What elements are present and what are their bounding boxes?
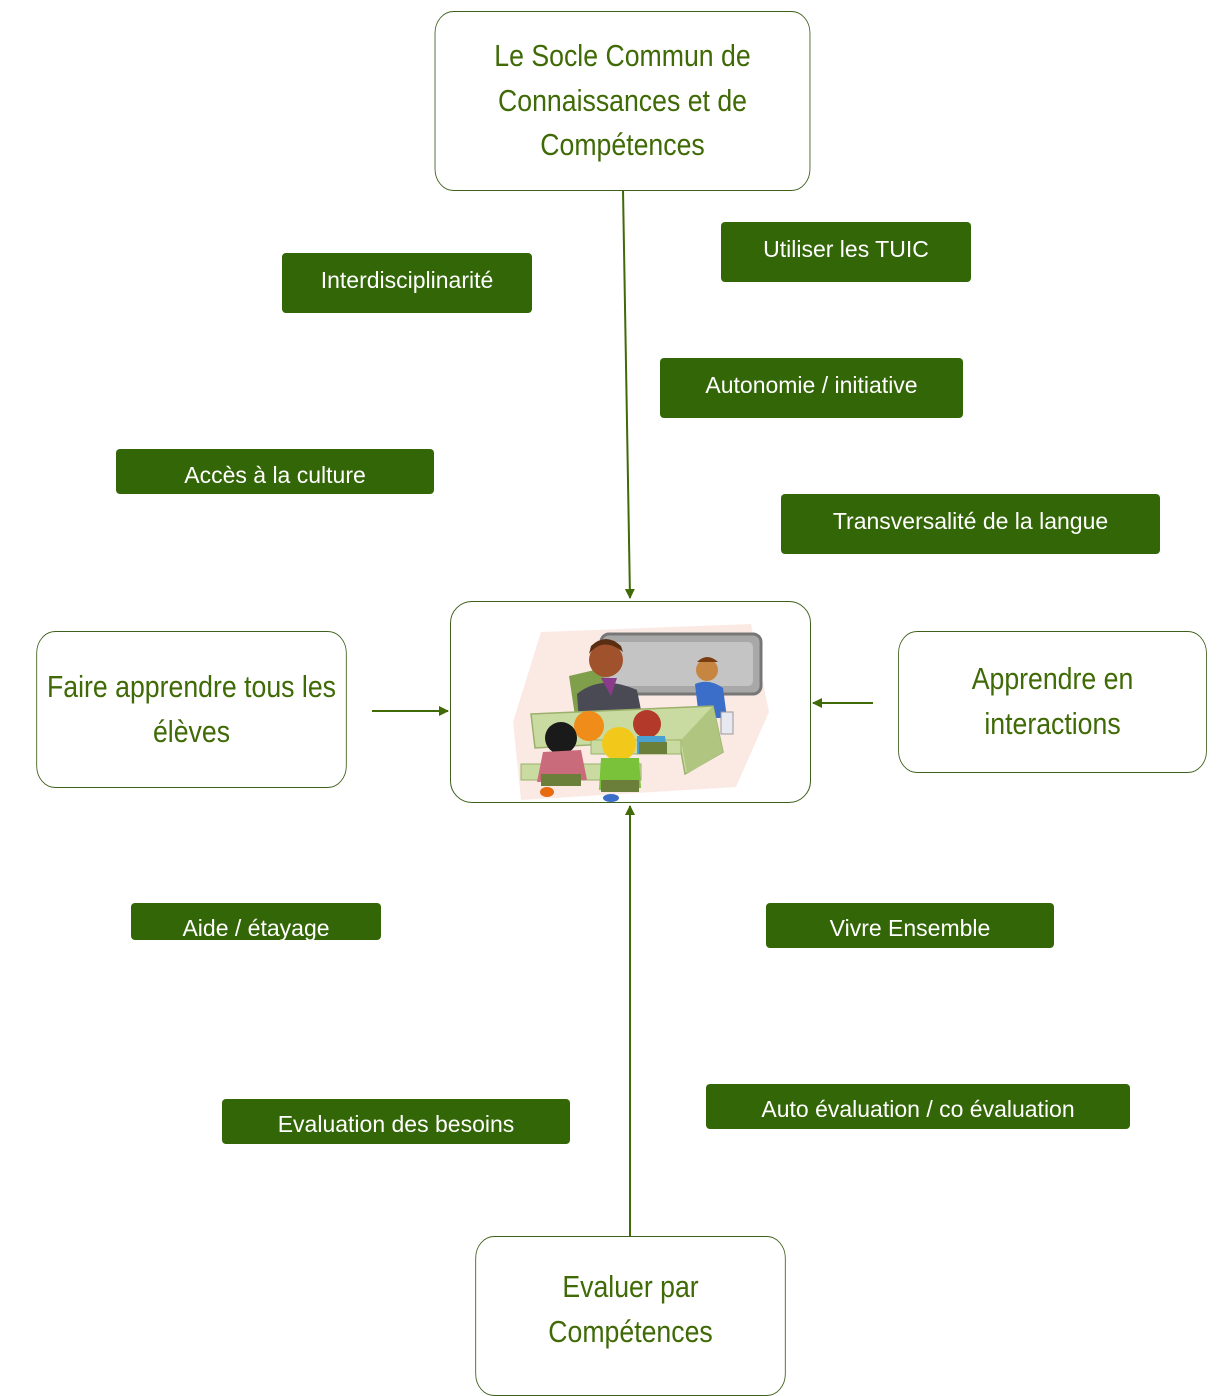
tag-utiliser-tuic-label: Utiliser les TUIC [763, 236, 929, 262]
evaluer-competences-box: Evaluer par Compétences [475, 1236, 786, 1396]
tag-utiliser-tuic: Utiliser les TUIC [721, 222, 971, 282]
apprendre-interactions-label: Apprendre en interactions [971, 661, 1134, 741]
tag-acces-culture-label: Accès à la culture [184, 462, 366, 488]
tag-interdisciplinarite: Interdisciplinarité [282, 253, 532, 313]
tag-vivre-ensemble-label: Vivre Ensemble [829, 915, 991, 941]
tag-autonomie: Autonomie / initiative [660, 358, 963, 418]
socle-commun-label: Le Socle Commun de Connaissances et de C… [494, 37, 751, 163]
tag-interdisciplinarite-label: Interdisciplinarité [320, 267, 494, 293]
tag-evaluation-besoins: Evaluation des besoins [222, 1099, 570, 1144]
tag-auto-evaluation-label: Auto évaluation / co évaluation [761, 1096, 1075, 1122]
apprendre-interactions-box: Apprendre en interactions [898, 631, 1207, 773]
tag-evaluation-besoins-label: Evaluation des besoins [277, 1111, 515, 1137]
faire-apprendre-box: Faire apprendre tous les élèves [36, 631, 347, 788]
tag-acces-culture: Accès à la culture [116, 449, 434, 494]
tag-transversalite: Transversalité de la langue [781, 494, 1160, 554]
socle-commun-box: Le Socle Commun de Connaissances et de C… [434, 11, 811, 191]
tag-aide-etayage: Aide / étayage [131, 903, 381, 940]
tag-autonomie-label: Autonomie / initiative [705, 372, 918, 398]
faire-apprendre-label: Faire apprendre tous les élèves [47, 668, 336, 749]
tag-auto-evaluation: Auto évaluation / co évaluation [706, 1084, 1130, 1129]
arrow-socle-to-center [622, 189, 635, 599]
tag-vivre-ensemble: Vivre Ensemble [766, 903, 1054, 948]
evaluer-competences-label: Evaluer par Compétences [548, 1269, 713, 1349]
classroom-illustration [513, 624, 769, 802]
tag-aide-etayage-label: Aide / étayage [182, 915, 330, 940]
tag-transversalite-label: Transversalité de la langue [832, 508, 1109, 534]
classroom-image-box [450, 601, 811, 803]
